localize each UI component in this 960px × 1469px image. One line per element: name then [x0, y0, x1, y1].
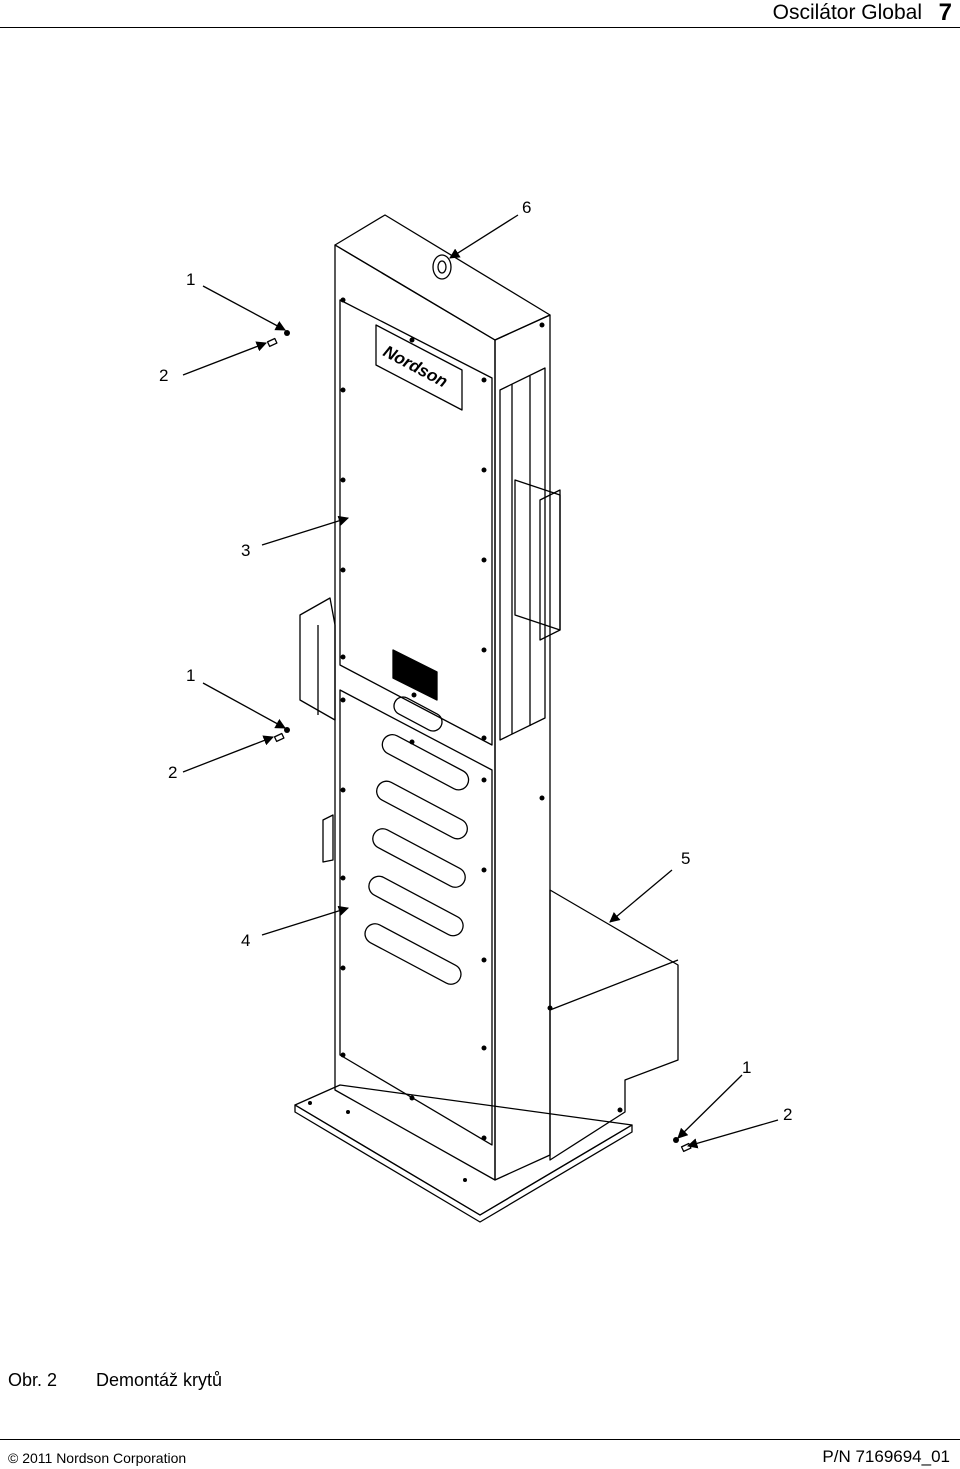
header-rule: [0, 27, 960, 28]
motor: [299, 597, 336, 721]
page-number: 7: [938, 0, 952, 26]
lower-cover: [339, 689, 493, 1146]
callout-5: 5: [681, 849, 691, 868]
callout-1-upper: 1: [186, 270, 196, 289]
callout-3: 3: [241, 541, 251, 560]
base-plate: [294, 1084, 633, 1216]
footer-part-number: P/N 7169694_01: [822, 1447, 950, 1466]
column-top: [334, 214, 551, 341]
cover-removal-figure: Nordson: [159, 198, 793, 1223]
header-title: Oscilátor Global: [772, 1, 922, 24]
callout-4: 4: [241, 931, 251, 950]
eye-bolt: [432, 254, 452, 280]
callout-2-lower: 2: [783, 1105, 793, 1124]
vent-slots: [364, 696, 470, 985]
side-box: [549, 889, 679, 1161]
page-header: Oscilátor Global 7: [0, 0, 960, 30]
callout-6: 6: [522, 198, 532, 217]
footer-rule: [0, 1439, 960, 1440]
upper-cover: [339, 299, 493, 746]
screws: [284, 297, 679, 1182]
callout-2-middle: 2: [168, 763, 178, 782]
handle: [322, 814, 334, 863]
logo-plate: [375, 324, 463, 411]
callout-1-middle: 1: [186, 666, 196, 685]
oscillator-drawing: Nordson: [182, 214, 779, 1223]
guide-rail: [499, 367, 546, 741]
figure-caption: Demontáž krytů: [96, 1370, 223, 1390]
footer-copyright: © 2011 Nordson Corporation: [8, 1450, 187, 1466]
leader-lines: [182, 214, 779, 1149]
nordson-logo: Nordson: [380, 342, 451, 392]
carriage: [514, 479, 561, 631]
warning-label: [392, 649, 438, 701]
column-side: [494, 314, 551, 1181]
callout-2-upper: 2: [159, 366, 169, 385]
figure-label: Obr. 2: [8, 1370, 58, 1390]
callout-1-lower: 1: [742, 1058, 752, 1077]
